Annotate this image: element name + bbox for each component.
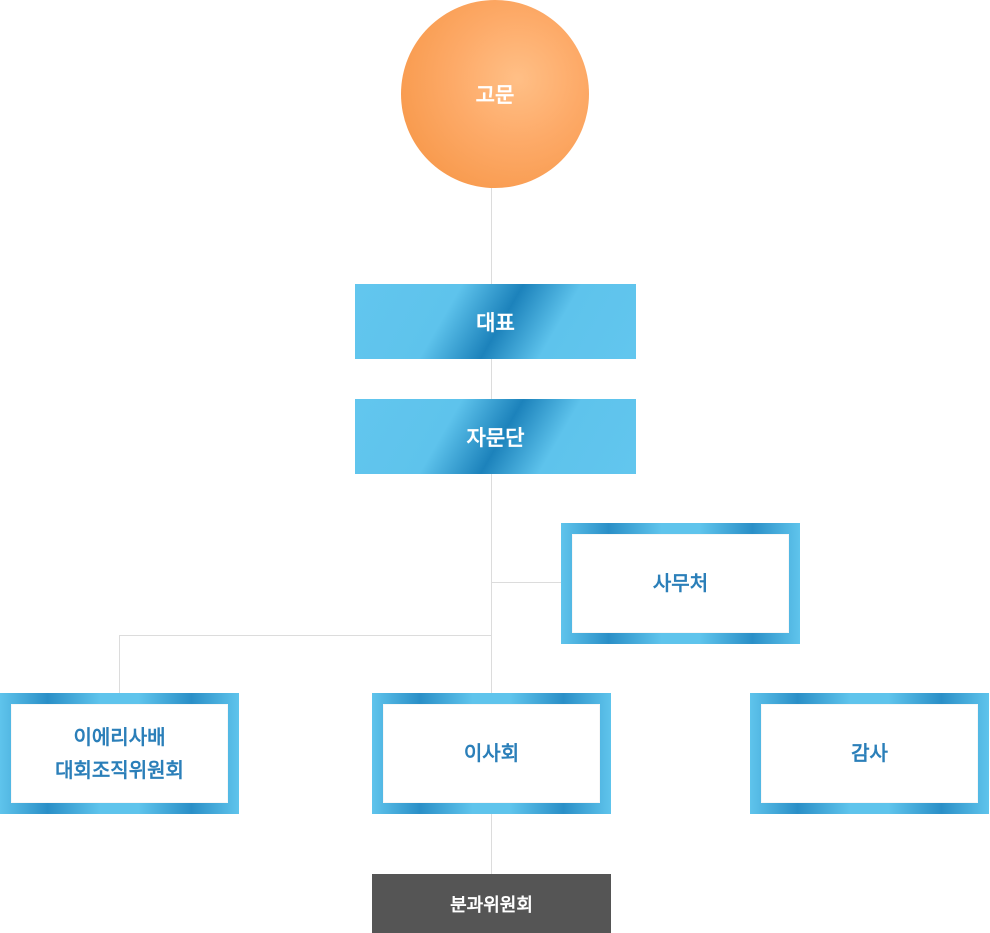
connector-advisor-representative: [491, 188, 492, 284]
board-label: 이사회: [463, 741, 520, 765]
connector-committee-branch: [119, 635, 492, 636]
connector-secretariat-branch: [491, 582, 561, 583]
secretariat-label: 사무처: [652, 571, 709, 595]
organizing-committee-node: 이에리사배 대회조직위원회: [0, 693, 239, 814]
audit-node: 감사: [750, 693, 989, 814]
audit-label: 감사: [851, 741, 888, 765]
representative-label: 대표: [476, 310, 515, 335]
advisory-group-label: 자문단: [466, 425, 525, 450]
board-node: 이사회: [372, 693, 611, 814]
connector-representative-advisory: [491, 359, 492, 399]
advisor-node: 고문: [401, 0, 589, 188]
organizing-committee-label: 이에리사배 대회조직위원회: [55, 724, 184, 782]
connector-advisory-trunk: [491, 474, 492, 693]
subcommittee-node: 분과위원회: [372, 874, 611, 933]
advisory-group-node: 자문단: [355, 399, 636, 474]
secretariat-node: 사무처: [561, 523, 800, 644]
connector-board-subcommittee: [491, 813, 492, 874]
connector-committee-drop: [119, 635, 120, 693]
advisor-label: 고문: [475, 83, 515, 107]
representative-node: 대표: [355, 284, 636, 359]
subcommittee-label: 분과위원회: [450, 894, 533, 916]
